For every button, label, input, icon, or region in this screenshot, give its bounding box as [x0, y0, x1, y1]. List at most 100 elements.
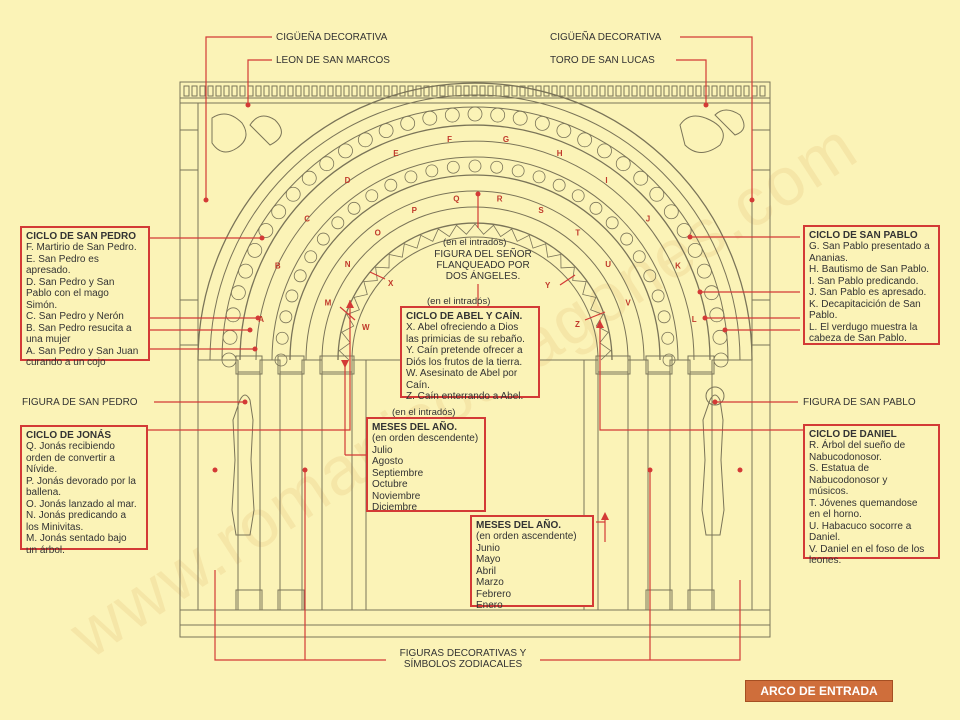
- box-item: C. San Pedro y Nerón: [26, 311, 124, 322]
- box-item: J. San Pablo es apresado.: [809, 287, 927, 298]
- label-intrados-2: (en el intradós): [427, 296, 491, 307]
- box-item: G. San Pablo presentado a: [809, 241, 930, 252]
- box-item: una mujer: [26, 334, 71, 345]
- box-item: Nabucodonosor.: [809, 451, 882, 463]
- arch-letter-r: R: [497, 195, 503, 204]
- arch-letter-f: F: [447, 135, 452, 144]
- box-item: curando a un cojo: [26, 357, 106, 368]
- marker-w: W: [362, 323, 370, 332]
- box-item: Agosto: [372, 456, 404, 467]
- box-item: Enero: [476, 600, 503, 611]
- badge-arco-de-entrada: ARCO DE ENTRADA: [745, 680, 893, 702]
- arch-markers: X W Y Z: [362, 279, 580, 332]
- box-item: Julio: [372, 444, 393, 456]
- box-item: ballena.: [26, 487, 62, 498]
- arch-letter-d: D: [345, 176, 351, 185]
- box-item: Y. Caín pretende ofrecer a: [406, 345, 523, 356]
- box-item: U. Habacuco socorre a: [809, 520, 912, 532]
- box-item: Diciembre: [372, 502, 418, 513]
- box-item: un árbol.: [26, 544, 65, 556]
- label-toro-san-lucas: TORO DE SAN LUCAS: [550, 55, 655, 66]
- box-item: músicos.: [809, 486, 849, 497]
- box-subtitle: (en orden ascendente): [476, 531, 577, 542]
- box-item: H. Bautismo de San Pablo.: [809, 264, 930, 275]
- box-item: O. Jonás lanzado al mar.: [26, 498, 137, 510]
- marker-z: Z: [575, 320, 580, 329]
- box-item: Febrero: [476, 588, 512, 600]
- leon-san-marcos: [211, 113, 282, 153]
- box-item: N. Jonás predicando a: [26, 510, 127, 521]
- label-intrados-1: (en el intradós): [443, 237, 507, 248]
- arch-letter-t: T: [575, 229, 580, 238]
- box-items: F. Martirio de San Pedro.E. San Pedro es…: [26, 242, 144, 369]
- box-item: Pablo.: [809, 310, 838, 321]
- box-item: S. Estatua de: [809, 463, 870, 474]
- arch-letter-h: H: [557, 149, 563, 158]
- arch-letter-a: A: [258, 315, 264, 324]
- box-ciclo-abel-cain: CICLO DE ABEL Y CAÍN. X. Abel ofreciendo…: [400, 306, 540, 402]
- arch-letter-q: Q: [453, 195, 459, 204]
- box-item: Abril: [476, 565, 497, 577]
- box-item: P. Jonás devorado por la: [26, 475, 136, 487]
- box-item: Junio: [476, 542, 500, 554]
- box-title: CICLO DE ABEL Y CAÍN.: [406, 311, 523, 322]
- box-item: Daniel.: [809, 532, 841, 543]
- label-ciguena-izq: CIGÜEÑA DECORATIVA: [276, 32, 388, 43]
- arch-letter-v: V: [625, 298, 631, 307]
- label-leon-san-marcos: LEON DE SAN MARCOS: [276, 55, 390, 66]
- label-figura-san-pedro: FIGURA DE SAN PEDRO: [22, 397, 138, 408]
- box-item: Ananias.: [809, 252, 848, 264]
- box-title: CICLO DE JONÁS: [26, 430, 112, 441]
- box-item: en el horno.: [809, 509, 862, 520]
- label-figura-senor: FIGURA DEL SEÑOR FLANQUEADO POR DOS ÁNGE…: [434, 249, 532, 282]
- arch-letter-o: O: [375, 229, 381, 238]
- arch-letter-b: B: [275, 262, 281, 271]
- box-meses-ascendente: MESES DEL AÑO. (en orden ascendente) Jun…: [470, 515, 594, 611]
- box-meses-descendente: MESES DEL AÑO. (en orden descendente) Ju…: [366, 417, 486, 514]
- box-ciclo-san-pablo: CICLO DE SAN PABLO G. San Pablo presenta…: [803, 225, 940, 345]
- box-item: Nívide.: [26, 464, 58, 475]
- box-item: apresado.: [26, 265, 71, 276]
- box-item: Diós los frutos de la tierra.: [406, 356, 523, 368]
- box-ciclo-san-pedro: CICLO DE SAN PEDRO F. Martirio de San Pe…: [20, 226, 150, 368]
- box-item: Simón.: [26, 299, 58, 311]
- box-item: las primicias de su rebaño.: [406, 333, 525, 345]
- box-item: V. Daniel en el foso de los: [809, 543, 925, 555]
- box-item: Septiembre: [372, 467, 424, 479]
- box-item: leones.: [809, 555, 842, 566]
- box-item: Pablo con el mago: [26, 288, 109, 299]
- box-item: X. Abel ofreciendo a Dios: [406, 322, 519, 333]
- box-item: T. Jóvenes quemandose: [809, 497, 918, 509]
- box-item: Marzo: [476, 577, 504, 588]
- box-title: CICLO DE SAN PEDRO: [26, 231, 137, 242]
- toro-san-lucas: [679, 109, 745, 153]
- box-title: MESES DEL AÑO.: [372, 422, 458, 433]
- label-intrados-3: (en el intradós): [392, 407, 456, 418]
- statue-san-pedro: [231, 394, 255, 536]
- box-item: Z. Caín enterrando a Abel.: [406, 391, 524, 402]
- arch-letter-e: E: [393, 149, 399, 158]
- box-item: A. San Pedro y San Juan: [26, 345, 139, 357]
- box-item: D. San Pedro y San: [26, 276, 115, 288]
- box-item: Caín.: [406, 379, 430, 391]
- box-title: CICLO DE SAN PABLO: [809, 230, 918, 241]
- box-item: Octubre: [372, 479, 408, 490]
- box-title: CICLO DE DANIEL: [809, 429, 897, 440]
- arch-letter-j: J: [646, 214, 650, 223]
- box-item: los Minivitas.: [26, 521, 84, 533]
- box-item: F. Martirio de San Pedro.: [26, 242, 137, 253]
- arch-letter-c: C: [304, 214, 310, 223]
- arch-letter-p: P: [412, 206, 418, 215]
- arch-letter-i: I: [605, 176, 607, 185]
